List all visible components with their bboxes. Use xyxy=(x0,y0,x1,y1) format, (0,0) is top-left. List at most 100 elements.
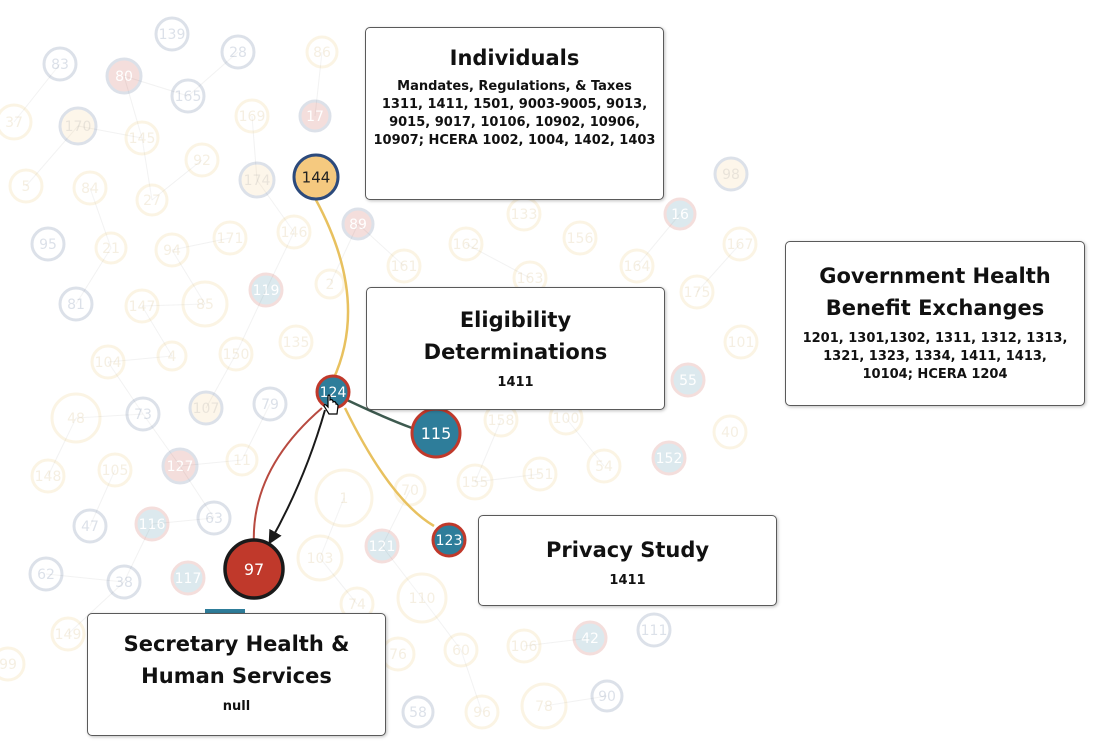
background-node-circle[interactable] xyxy=(663,197,697,231)
background-node-circle[interactable] xyxy=(106,564,142,600)
background-node-circle[interactable] xyxy=(586,448,622,484)
background-node[interactable]: 70 xyxy=(393,473,427,507)
background-node[interactable]: 21 xyxy=(94,231,128,265)
background-node-circle[interactable] xyxy=(314,268,346,300)
background-node-circle[interactable] xyxy=(386,248,422,284)
background-node[interactable]: 78 xyxy=(520,682,568,730)
background-node-circle[interactable] xyxy=(252,386,288,422)
background-node[interactable]: 2 xyxy=(314,268,346,300)
node-circle[interactable] xyxy=(223,538,285,600)
background-node[interactable]: 96 xyxy=(464,694,500,730)
background-node-circle[interactable] xyxy=(722,226,758,262)
background-node[interactable]: 83 xyxy=(42,46,78,82)
background-node-circle[interactable] xyxy=(170,78,206,114)
background-node[interactable]: 133 xyxy=(506,196,542,232)
background-node-circle[interactable] xyxy=(464,694,500,730)
background-node-circle[interactable] xyxy=(443,632,479,668)
background-node[interactable]: 80 xyxy=(105,57,143,95)
background-node[interactable]: 117 xyxy=(170,560,206,596)
background-node[interactable]: 121 xyxy=(364,528,400,564)
node-circle[interactable] xyxy=(431,522,467,558)
background-node[interactable]: 89 xyxy=(341,207,375,241)
background-node-circle[interactable] xyxy=(58,106,98,146)
background-node[interactable]: 103 xyxy=(296,534,344,582)
background-node-circle[interactable] xyxy=(72,508,108,544)
background-node[interactable]: 48 xyxy=(50,392,102,444)
background-node-circle[interactable] xyxy=(125,396,161,432)
background-node[interactable]: 17 xyxy=(298,99,332,133)
background-node[interactable]: 37 xyxy=(0,103,33,141)
background-node[interactable]: 105 xyxy=(97,452,133,488)
background-node[interactable]: 155 xyxy=(456,463,494,501)
background-node-circle[interactable] xyxy=(520,682,568,730)
background-node-circle[interactable] xyxy=(30,458,66,494)
background-node-circle[interactable] xyxy=(30,226,66,262)
background-node[interactable]: 164 xyxy=(619,248,655,284)
background-node-circle[interactable] xyxy=(651,440,687,476)
background-node[interactable]: 139 xyxy=(154,16,190,52)
background-node[interactable]: 110 xyxy=(396,572,448,624)
background-node[interactable]: 99 xyxy=(0,646,26,682)
background-node[interactable]: 175 xyxy=(679,274,715,310)
background-node-circle[interactable] xyxy=(0,646,26,682)
background-node[interactable]: 4 xyxy=(156,340,188,372)
background-node-circle[interactable] xyxy=(225,443,259,477)
background-node[interactable]: 28 xyxy=(220,34,256,70)
background-node-circle[interactable] xyxy=(248,272,284,308)
node-124[interactable]: 124 xyxy=(315,374,351,410)
background-node-circle[interactable] xyxy=(90,344,126,380)
background-node-circle[interactable] xyxy=(506,628,542,664)
background-node[interactable]: 95 xyxy=(30,226,66,262)
background-node[interactable]: 42 xyxy=(572,620,608,656)
background-node-circle[interactable] xyxy=(276,214,312,250)
background-node[interactable]: 135 xyxy=(278,324,314,360)
background-node[interactable]: 165 xyxy=(170,78,206,114)
background-node-circle[interactable] xyxy=(298,99,332,133)
background-node-circle[interactable] xyxy=(572,620,608,656)
background-node[interactable]: 85 xyxy=(181,280,229,328)
background-node-circle[interactable] xyxy=(154,232,190,268)
background-node[interactable]: 127 xyxy=(161,447,199,485)
background-node-circle[interactable] xyxy=(713,156,749,192)
background-node-circle[interactable] xyxy=(670,362,706,398)
background-node-circle[interactable] xyxy=(218,336,254,372)
background-node[interactable]: 111 xyxy=(636,612,672,648)
background-node[interactable]: 171 xyxy=(212,220,248,256)
background-node-circle[interactable] xyxy=(170,560,206,596)
node-115[interactable]: 115 xyxy=(410,407,462,459)
background-node[interactable]: 156 xyxy=(562,220,598,256)
background-node-circle[interactable] xyxy=(238,161,276,199)
background-node[interactable]: 147 xyxy=(124,288,160,324)
background-node[interactable]: 158 xyxy=(483,402,519,438)
background-node-circle[interactable] xyxy=(124,288,160,324)
background-node-circle[interactable] xyxy=(42,46,78,82)
background-node[interactable]: 92 xyxy=(184,142,220,178)
node-144[interactable]: 144 xyxy=(292,153,340,201)
background-node-circle[interactable] xyxy=(401,695,435,729)
background-node[interactable]: 145 xyxy=(124,120,160,156)
background-node-circle[interactable] xyxy=(154,16,190,52)
background-node-circle[interactable] xyxy=(50,392,102,444)
background-node[interactable]: 90 xyxy=(590,679,624,713)
background-node-circle[interactable] xyxy=(28,556,64,592)
background-node[interactable]: 63 xyxy=(196,500,232,536)
background-node-circle[interactable] xyxy=(723,324,759,360)
background-node-circle[interactable] xyxy=(712,414,748,450)
background-node[interactable]: 84 xyxy=(72,170,108,206)
background-node-circle[interactable] xyxy=(305,35,339,69)
background-node[interactable]: 100 xyxy=(548,400,584,436)
background-node[interactable]: 73 xyxy=(125,396,161,432)
background-node[interactable]: 79 xyxy=(252,386,288,422)
background-node-circle[interactable] xyxy=(456,463,494,501)
background-node[interactable]: 150 xyxy=(218,336,254,372)
background-node[interactable]: 146 xyxy=(276,214,312,250)
background-node-circle[interactable] xyxy=(161,447,199,485)
background-node-circle[interactable] xyxy=(0,103,33,141)
background-node[interactable]: 104 xyxy=(90,344,126,380)
background-node-circle[interactable] xyxy=(8,168,44,204)
background-node-circle[interactable] xyxy=(188,390,224,426)
background-node-circle[interactable] xyxy=(135,183,169,217)
background-node[interactable]: 149 xyxy=(50,616,86,652)
background-node-circle[interactable] xyxy=(220,34,256,70)
